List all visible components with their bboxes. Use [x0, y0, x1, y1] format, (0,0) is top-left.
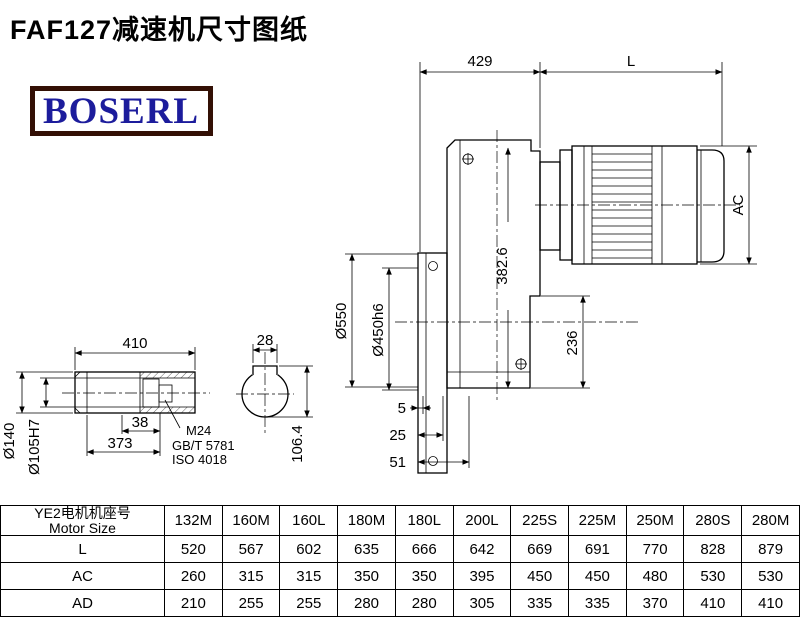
table-cell: 669 [510, 535, 570, 564]
table-cell: 450 [568, 562, 627, 591]
table-cell: 567 [221, 535, 281, 564]
table-cell: 642 [452, 535, 512, 564]
table-cell: 370 [625, 589, 685, 617]
dim-51-label: 51 [389, 454, 406, 471]
gearbox-outline [395, 130, 640, 402]
dim-140-label: Ø140 [1, 423, 18, 460]
ac-dimension: AC [700, 145, 757, 265]
dim-429-label: 429 [467, 53, 492, 70]
dim-28-label: 28 [257, 332, 274, 349]
dimension-table: YE2电机机座号 Motor Size 132M 160M 160L 180M … [0, 504, 800, 617]
motor-outline [535, 145, 740, 265]
row-label: AC [0, 562, 165, 591]
bolt-callout: M24 [186, 423, 211, 438]
table-cell: 255 [221, 589, 281, 617]
dim-38-label: 38 [132, 414, 149, 431]
table-cell: 530 [683, 562, 743, 591]
col-header: 200L [452, 504, 512, 537]
table-cell: 210 [164, 589, 223, 617]
dim-236: 236 [531, 295, 590, 389]
bottom-offset-dimensions: 5 25 51 [389, 396, 470, 471]
table-cell: 280 [337, 589, 396, 617]
dim-105H7-label: Ø105H7 [26, 419, 43, 475]
dim-25-label: 25 [389, 427, 406, 444]
table-cell: 410 [683, 589, 743, 617]
brand-logo-text: BOSERL [43, 90, 200, 132]
col-header: 225M [568, 504, 627, 537]
table-cell: 450 [510, 562, 570, 591]
bolt-standard-iso: ISO 4018 [172, 452, 227, 467]
col-header: 160M [221, 504, 281, 537]
table-cell: 635 [337, 535, 396, 564]
bolt-standard-gb: GB/T 5781 [172, 438, 235, 453]
table-row-AC: AC 260 315 315 350 350 395 450 450 480 5… [0, 562, 800, 591]
dim-5-label: 5 [398, 400, 406, 417]
table-cell: 315 [279, 562, 339, 591]
table-cell: 770 [625, 535, 685, 564]
table-cell: 315 [221, 562, 281, 591]
col-header: 160L [279, 504, 339, 537]
col-header: 180M [337, 504, 396, 537]
motor-size-header-cn: YE2电机机座号 [34, 505, 131, 521]
dim-373-label: 373 [107, 435, 132, 452]
table-cell: 335 [568, 589, 627, 617]
table-cell: 530 [741, 562, 800, 591]
dim-L-label: L [627, 53, 635, 70]
col-header: 180L [394, 504, 454, 537]
shaft-detail: 410 38 373 M24 GB/T 5781 ISO 4018 Ø140 Ø… [1, 335, 235, 475]
top-dimensions: 429 L [419, 53, 723, 252]
table-cell: 350 [337, 562, 396, 591]
page-title: FAF127减速机尺寸图纸 [10, 15, 309, 45]
table-cell: 350 [394, 562, 454, 591]
dim-382-label: 382.6 [494, 247, 511, 285]
table-cell: 260 [164, 562, 223, 591]
motor-size-header-en: Motor Size [49, 519, 116, 536]
table-row-L: L 520 567 602 635 666 642 669 691 770 82… [0, 535, 800, 564]
table-cell: 520 [164, 535, 223, 564]
dim-450h6-label: Ø450h6 [370, 303, 387, 356]
col-header: 280S [683, 504, 743, 537]
table-cell: 335 [510, 589, 570, 617]
dim-382: 382.6 [494, 147, 515, 389]
table-cell: 255 [279, 589, 339, 617]
col-header: 225S [510, 504, 570, 537]
flange-dimensions: Ø550 Ø450h6 [333, 253, 418, 391]
table-cell: 828 [683, 535, 743, 564]
shaft-section-circle: 28 106.4 [236, 332, 313, 463]
col-header: 132M [164, 504, 223, 537]
table-cell: 602 [279, 535, 339, 564]
table-cell: 305 [452, 589, 512, 617]
col-header: 250M [625, 504, 685, 537]
dim-236-label: 236 [564, 330, 581, 355]
table-cell: 410 [741, 589, 800, 617]
row-label: L [0, 535, 165, 564]
table-cell: 395 [452, 562, 512, 591]
dim-AC-label: AC [730, 194, 747, 215]
table-cell: 666 [394, 535, 454, 564]
dim-410-label: 410 [122, 335, 147, 352]
table-cell: 879 [741, 535, 800, 564]
dim-550-label: Ø550 [333, 303, 350, 340]
table-header-row: YE2电机机座号 Motor Size 132M 160M 160L 180M … [0, 504, 800, 537]
motor-size-header: YE2电机机座号 Motor Size [0, 504, 165, 537]
col-header: 280M [741, 504, 800, 537]
technical-drawing: 429 L AC [1, 53, 757, 475]
table-cell: 691 [568, 535, 627, 564]
dim-106-label: 106.4 [289, 425, 306, 463]
table-cell: 480 [625, 562, 685, 591]
table-cell: 280 [394, 589, 454, 617]
row-label: AD [0, 589, 165, 617]
table-row-AD: AD 210 255 255 280 280 305 335 335 370 4… [0, 589, 800, 617]
brand-logo: BOSERL [30, 86, 213, 136]
